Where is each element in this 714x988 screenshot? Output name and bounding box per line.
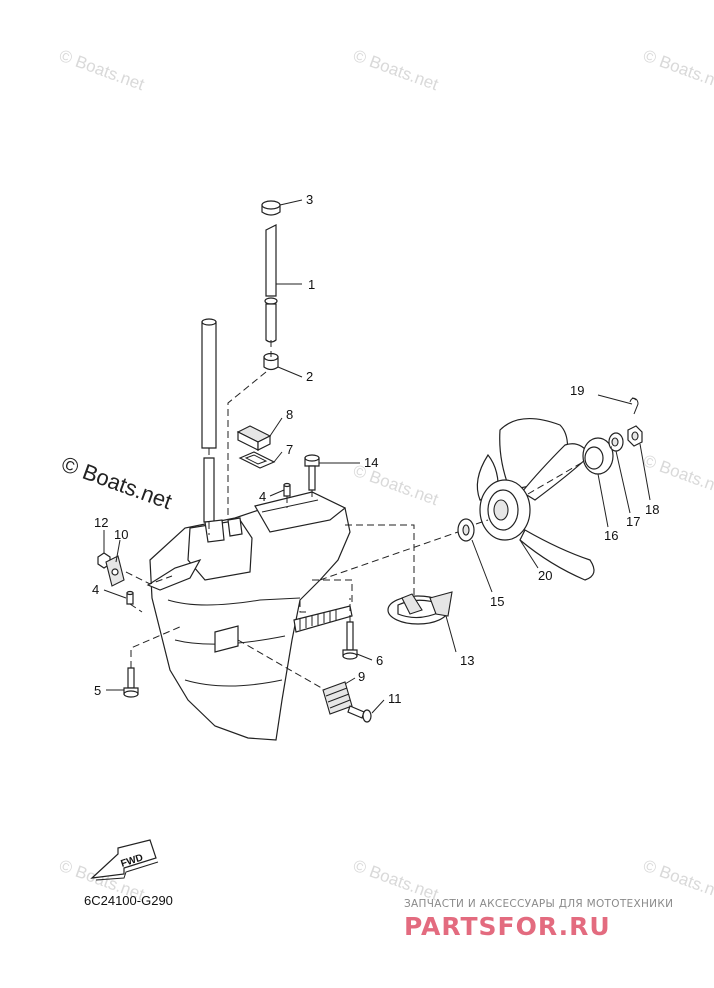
part-18-nut[interactable] — [627, 425, 643, 447]
callouts: 1 2 3 4 4 5 6 7 8 9 10 11 12 13 14 15 16… — [92, 192, 659, 706]
brand-subtitle: ЗАПЧАСТИ И АКСЕССУАРЫ ДЛЯ МОТОТЕХНИКИ — [404, 898, 673, 910]
part-14-bolt[interactable] — [304, 454, 320, 491]
part-20-propeller[interactable] — [476, 417, 595, 581]
part-17-washer[interactable] — [608, 432, 624, 452]
callout-17[interactable]: 17 — [626, 514, 640, 529]
callout-12[interactable]: 12 — [94, 515, 108, 530]
callout-1[interactable]: 1 — [308, 277, 315, 292]
diagram-code: 6C24100-G290 — [84, 893, 173, 908]
callout-9[interactable]: 9 — [358, 669, 365, 684]
watermark: © Boats.net — [57, 46, 147, 94]
part-10-bracket[interactable] — [105, 555, 125, 587]
part-11-screw[interactable] — [347, 705, 372, 723]
callout-18[interactable]: 18 — [645, 502, 659, 517]
part-13-anode[interactable] — [387, 591, 453, 625]
callout-8[interactable]: 8 — [286, 407, 293, 422]
part-6-bolt[interactable] — [342, 621, 358, 660]
callout-5[interactable]: 5 — [94, 683, 101, 698]
callout-11[interactable]: 11 — [388, 691, 402, 706]
part-4-dowel-pin-upper[interactable] — [283, 482, 291, 497]
part-9-grille[interactable] — [322, 681, 353, 715]
callout-16[interactable]: 16 — [604, 528, 618, 543]
callout-19[interactable]: 19 — [570, 383, 584, 398]
part-3-seal[interactable] — [261, 200, 281, 216]
part-7-gasket[interactable] — [238, 451, 276, 469]
callout-13[interactable]: 13 — [460, 653, 474, 668]
watermark: © Boats.net — [351, 46, 441, 94]
callout-14[interactable]: 14 — [364, 455, 378, 470]
part-16-spacer[interactable] — [582, 437, 614, 475]
watermark: © Boats.net — [641, 46, 714, 94]
callout-3[interactable]: 3 — [306, 192, 313, 207]
callout-15[interactable]: 15 — [490, 594, 504, 609]
callout-7[interactable]: 7 — [286, 442, 293, 457]
part-19-cotter-pin[interactable] — [629, 397, 639, 415]
part-1-shift-rod[interactable] — [264, 224, 278, 343]
callout-6[interactable]: 6 — [376, 653, 383, 668]
drive-shaft[interactable] — [201, 318, 217, 523]
watermark: © Boats.net — [641, 451, 714, 499]
part-5-bolt[interactable] — [123, 667, 139, 698]
brand-name: PARTSFOR.RU — [404, 912, 611, 941]
watermarks: © Boats.net © Boats.net © Boats.net © Bo… — [57, 46, 714, 904]
part-15-thrust-washer[interactable] — [457, 518, 475, 542]
callout-4[interactable]: 4 — [259, 489, 266, 504]
part-4-dowel-pin-lower[interactable] — [126, 590, 134, 605]
watermark: © Boats.net — [58, 451, 175, 514]
lower-case[interactable] — [146, 491, 353, 741]
callout-4[interactable]: 4 — [92, 582, 99, 597]
leader-lines — [103, 199, 651, 714]
fwd-arrow: FWD — [90, 839, 159, 881]
callout-20[interactable]: 20 — [538, 568, 552, 583]
part-8-plate[interactable] — [236, 425, 272, 451]
brand-banner: ЗАПЧАСТИ И АКСЕССУАРЫ ДЛЯ МОТОТЕХНИКИ PA… — [404, 898, 673, 941]
callout-2[interactable]: 2 — [306, 369, 313, 384]
callout-10[interactable]: 10 — [114, 527, 128, 542]
